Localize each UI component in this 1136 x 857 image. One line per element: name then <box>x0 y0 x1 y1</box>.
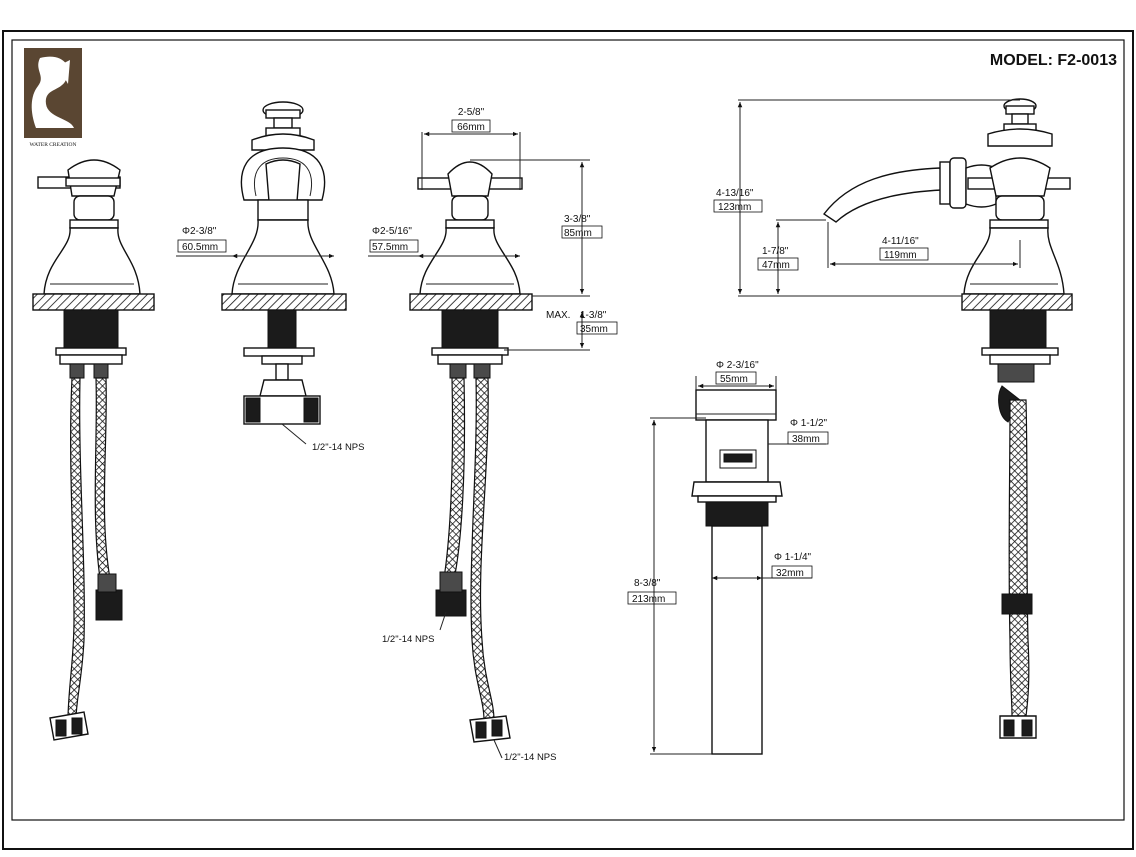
base-dia-handle-in: Φ2-3/8" <box>182 226 217 237</box>
spout-front-view <box>221 101 347 445</box>
drain-length-in: 8-3/8" <box>634 578 661 589</box>
spout-reach-in: 4-11/16" <box>882 236 919 247</box>
spout-reach-mm: 119mm <box>884 250 917 261</box>
base-dia-spout-mm: 57.5mm <box>372 242 408 253</box>
drain-assembly-view <box>691 389 783 755</box>
drain-cap-dia-mm: 55mm <box>720 374 748 385</box>
spout-height-in: 1-7/8" <box>762 246 789 257</box>
max-deck-in: 1-3/8" <box>580 310 607 321</box>
max-deck-prefix: MAX. <box>546 310 570 321</box>
spout-height-mm: 47mm <box>762 260 790 271</box>
base-dia-spout-in: Φ2-5/16" <box>372 226 412 237</box>
inner-frame <box>11 39 1125 821</box>
base-dia-handle-mm: 60.5mm <box>182 242 218 253</box>
drain-body-dia-mm: 38mm <box>792 434 820 445</box>
side-profile-view <box>822 98 1073 739</box>
logo-caption: WATER CREATION <box>30 142 77 148</box>
nps-note-hose-left: 1/2"-14 NPS <box>382 634 434 645</box>
drain-cap-dia-in: Φ 2-3/16" <box>716 360 759 371</box>
left-handle-view <box>32 159 155 741</box>
drain-length-mm: 213mm <box>632 594 665 605</box>
model-title: MODEL: F2-0013 <box>990 52 1117 69</box>
drain-tail-dia-mm: 32mm <box>776 568 804 579</box>
handle-height-mm: 85mm <box>564 228 592 239</box>
spout-width-mm: 66mm <box>457 122 485 133</box>
drain-tail-dia-in: Φ 1-1/4" <box>774 552 812 563</box>
outer-frame <box>2 30 1134 850</box>
spout-width-in: 2-5/8" <box>458 107 485 118</box>
total-height-mm: 123mm <box>718 202 751 213</box>
dimension-lines-center <box>176 131 590 351</box>
max-deck-mm: 35mm <box>580 324 608 335</box>
handle-front-view <box>409 161 533 759</box>
nps-note-spout: 1/2"-14 NPS <box>312 442 364 453</box>
water-creation-logo-icon <box>24 48 82 148</box>
drain-body-dia-in: Φ 1-1/2" <box>790 418 828 429</box>
nps-note-hose-bottom: 1/2"-14 NPS <box>504 752 556 763</box>
total-height-in: 4-13/16" <box>716 188 754 199</box>
handle-height-in: 3-3/8" <box>564 214 591 225</box>
